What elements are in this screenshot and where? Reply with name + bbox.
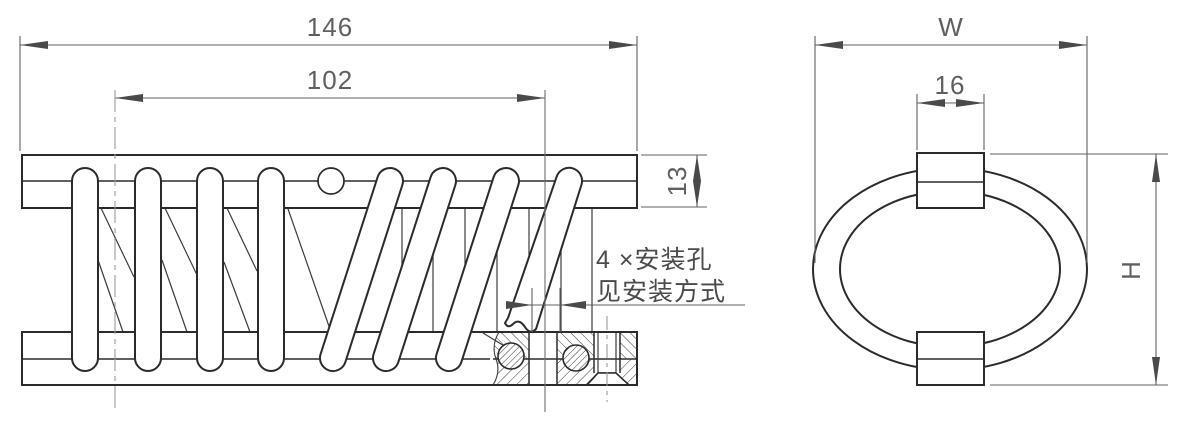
rope-section-circle	[562, 344, 590, 372]
note-line1: 4 ×安装孔	[596, 246, 712, 274]
rope-loop	[371, 166, 457, 373]
mounting-hole-channel	[528, 332, 558, 385]
dim-16-text: 16	[935, 70, 966, 100]
rope-loop	[318, 166, 404, 373]
end-clamp-bottom	[916, 331, 985, 386]
end-clamp-top	[916, 152, 985, 209]
dim-bar-height: 13	[641, 154, 707, 208]
threaded-hole	[585, 332, 632, 386]
rope-loop-cut	[503, 166, 583, 333]
note-line2: 见安装方式	[596, 278, 726, 306]
rope-loops	[71, 166, 583, 373]
dim-h-text: H	[1116, 260, 1146, 280]
mounting-note: 4 ×安装孔 见安装方式	[506, 246, 745, 332]
rope-ring-inner	[839, 190, 1061, 348]
rope-loop	[196, 167, 224, 372]
dim-height: H	[990, 153, 1168, 386]
dim-hole-spacing: 102	[115, 65, 545, 102]
rope-loop	[71, 167, 99, 372]
side-view: 146 102 13 4 ×安装孔 见安装方式	[19, 12, 745, 412]
rope-loop	[257, 167, 285, 372]
dim-102-text: 102	[307, 65, 353, 95]
dim-overall-length: 146	[19, 12, 638, 151]
dim-clamp-width: 16	[916, 70, 985, 150]
section-view	[482, 331, 638, 386]
center-lines	[114, 90, 608, 412]
rope-loop	[434, 166, 520, 373]
dim-13-text: 13	[662, 166, 692, 197]
dim-width: W	[814, 12, 1088, 263]
top-bar-hole	[317, 167, 345, 195]
dim-146-text: 146	[307, 12, 353, 42]
dim-w-text: W	[938, 12, 964, 42]
end-view: W 16 H	[812, 12, 1168, 386]
rope-section-circle	[497, 342, 525, 370]
rope-loop	[134, 167, 162, 372]
